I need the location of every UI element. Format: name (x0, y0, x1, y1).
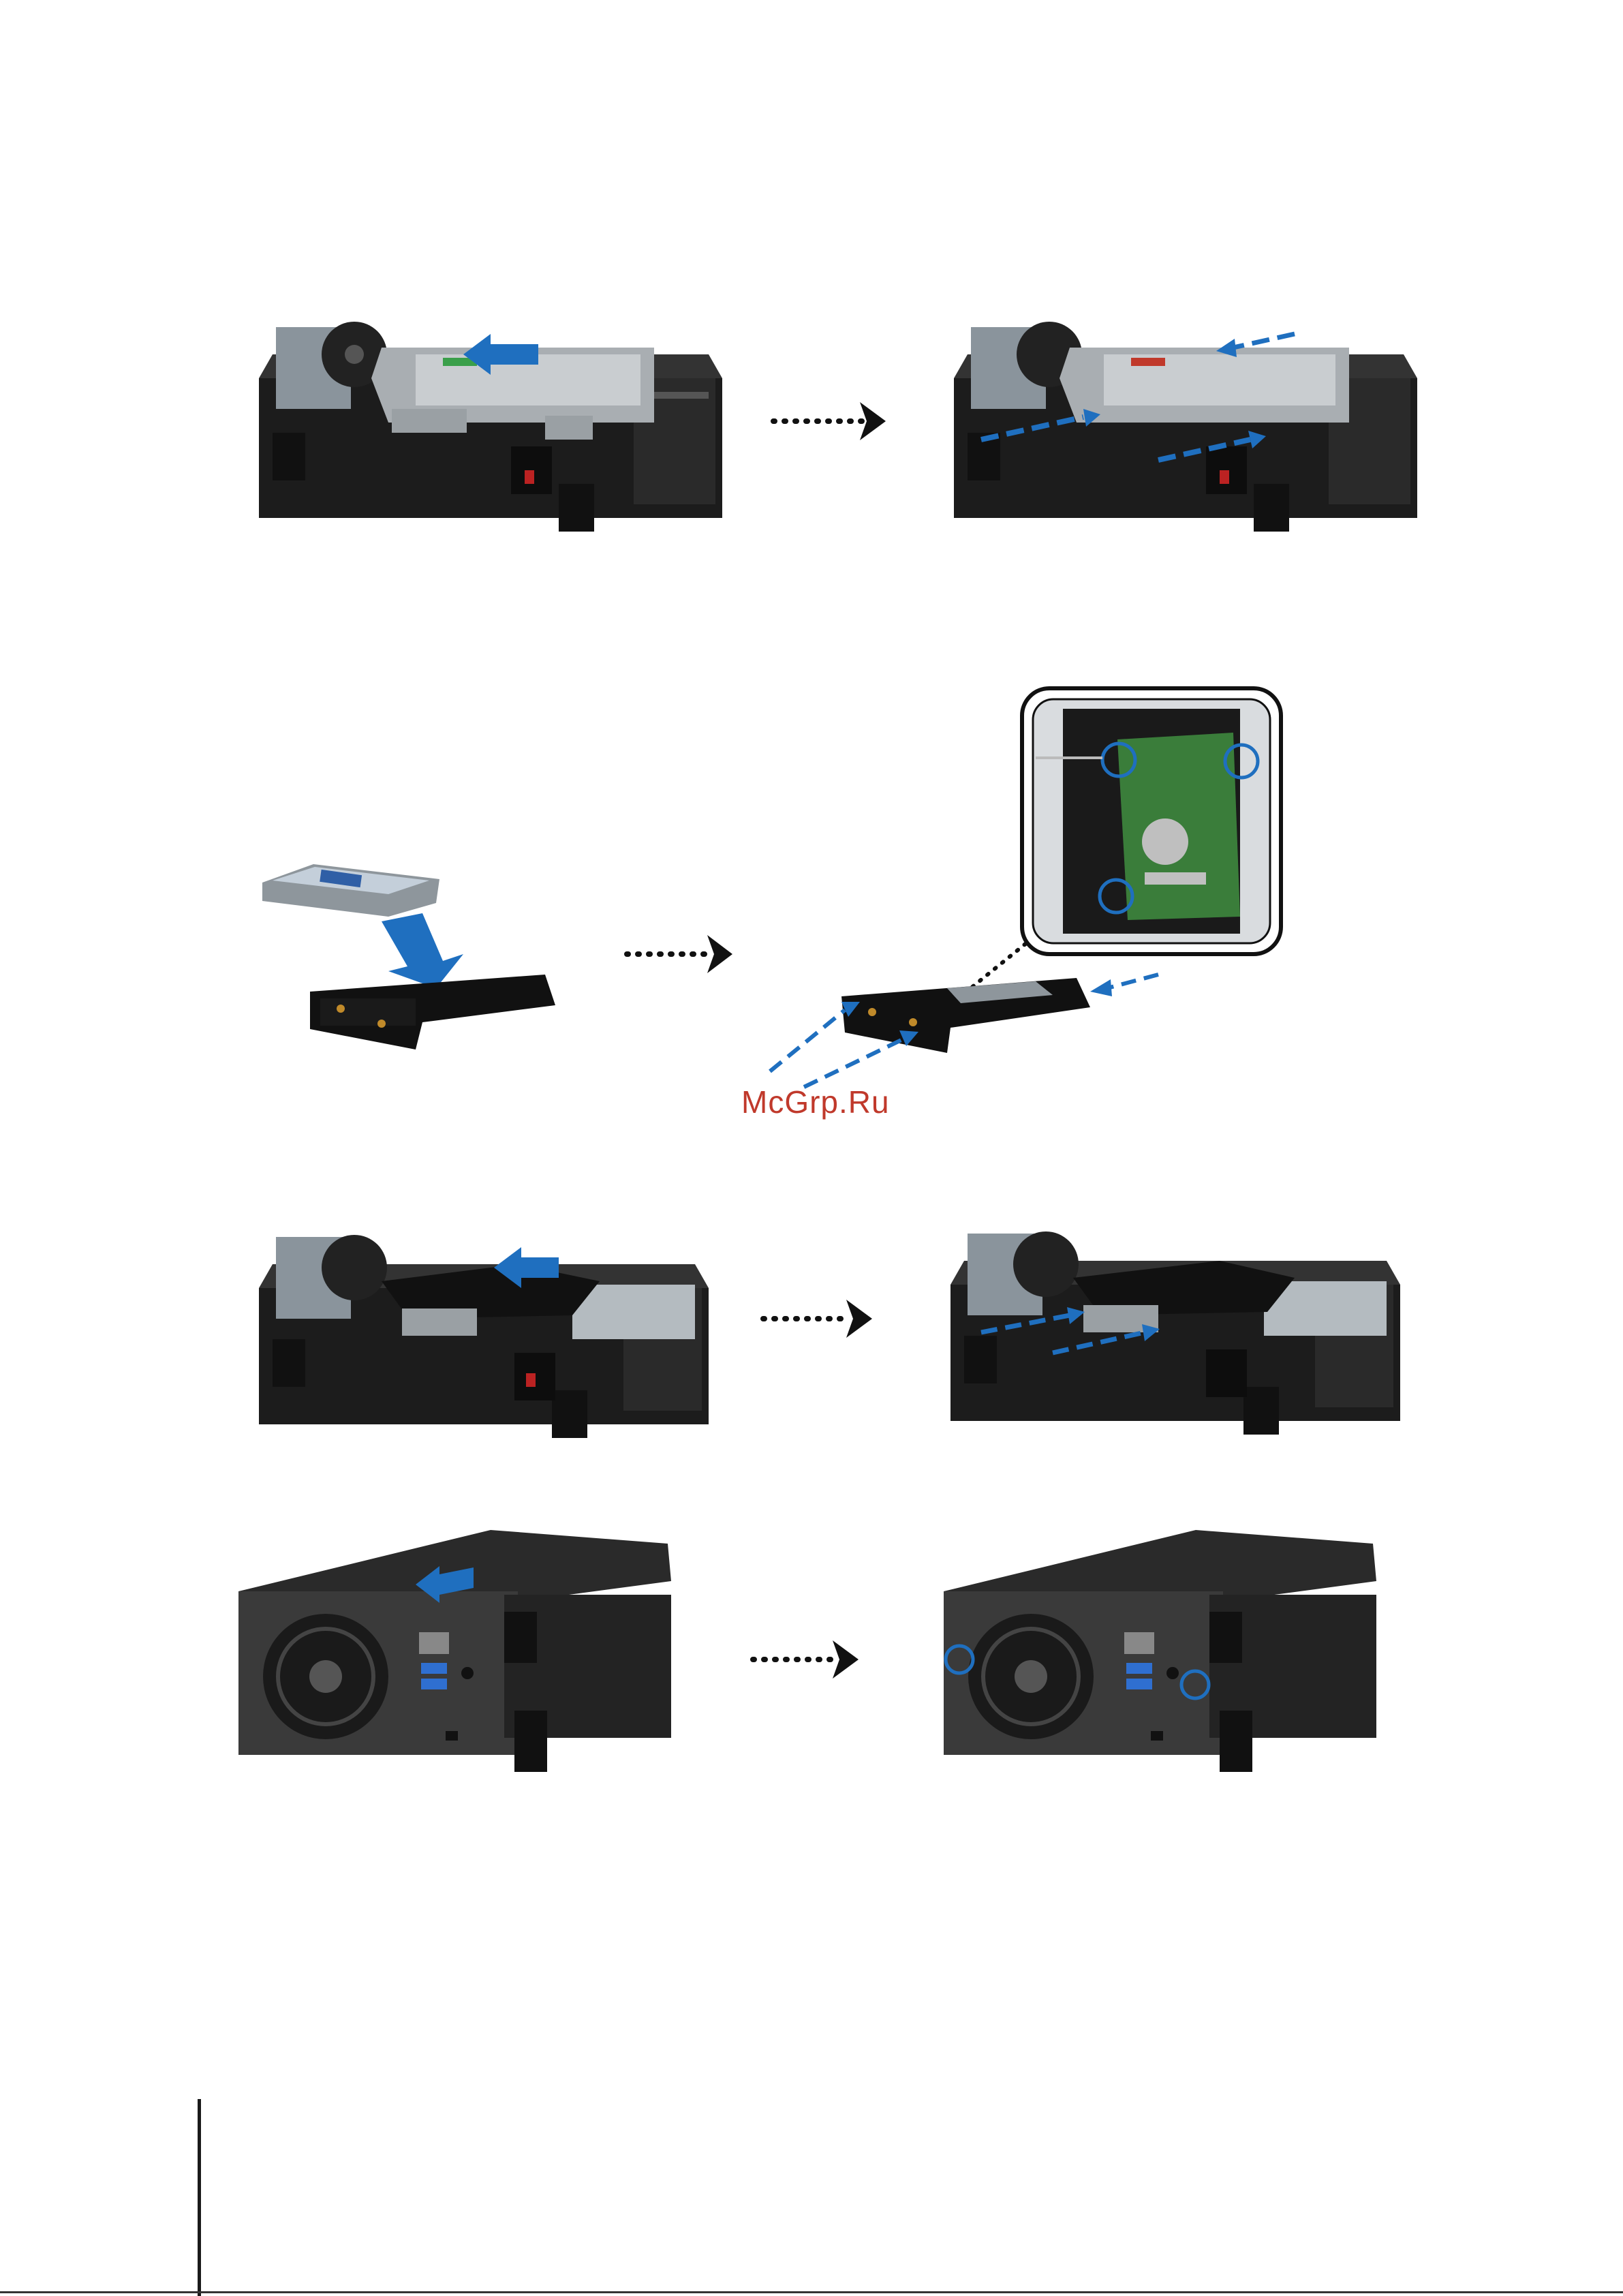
step4-dotted-arrow-icon (753, 1640, 859, 1679)
step4-right-unit (944, 1530, 1376, 1772)
margin-rule (198, 2099, 201, 2296)
watermark: McGrp.Ru (741, 1084, 890, 1120)
bottom-rule (0, 2291, 1623, 2293)
step4-left-unit (238, 1530, 671, 1772)
